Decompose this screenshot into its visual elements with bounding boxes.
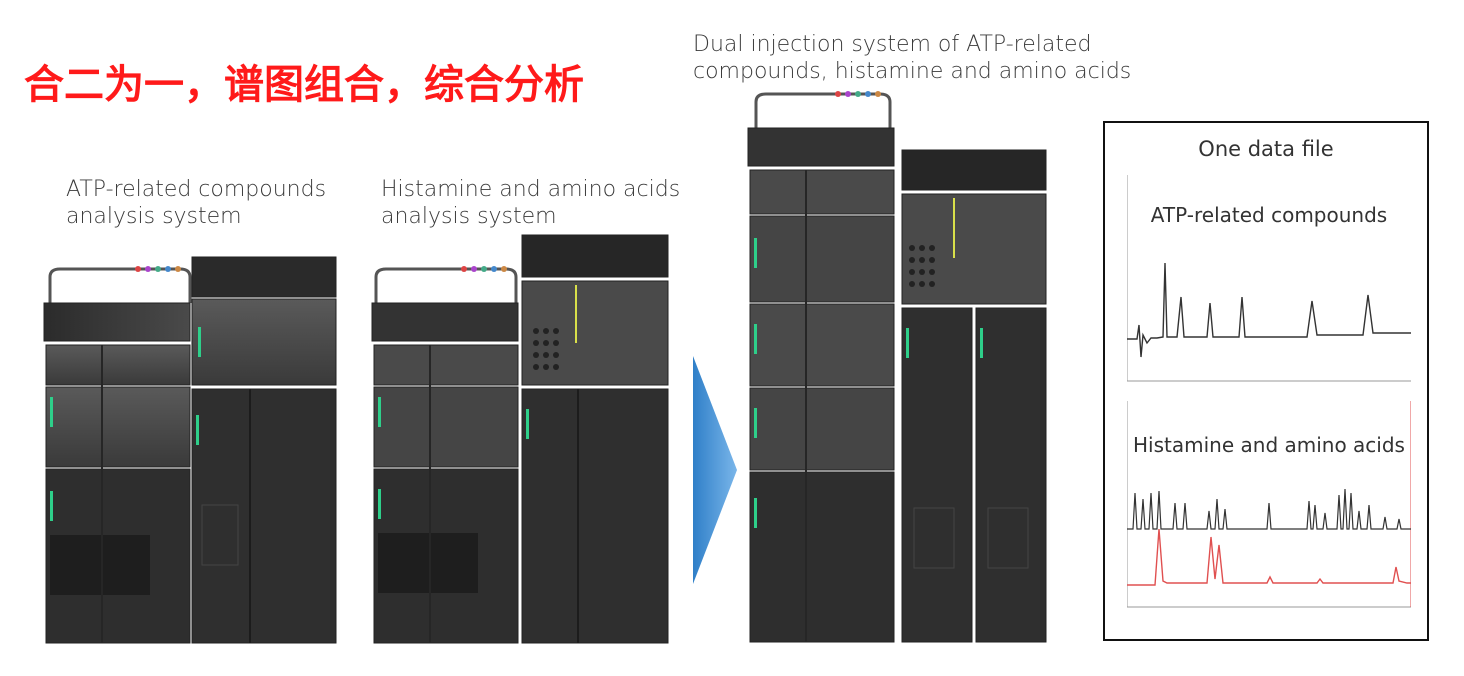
histamine-system-label-line1: Histamine and amino acids [381,177,681,202]
data-file-panel-title: One data file [1198,137,1334,161]
histamine-analysis-system-illustration [370,233,670,645]
histamine-chromatogram-trace-black [1127,488,1411,530]
headline: 合二为一，谱图组合，综合分析 [24,62,584,108]
atp-system-label-line1: ATP-related compounds [66,177,327,202]
atp-chromatogram: ATP-related compounds [1127,175,1411,385]
histamine-system-label-line2: analysis system [381,204,557,229]
atp-system-label-line2: analysis system [66,204,242,229]
histamine-chromatogram-label: Histamine and amino acids [1133,433,1405,457]
atp-chromatogram-label: ATP-related compounds [1150,203,1388,227]
dual-system-label: Dual injection system of ATP-related com… [693,31,1131,85]
solvent-bottle-caps [835,91,881,97]
solvent-bottle-caps [461,266,507,272]
atp-system-label: ATP-related compounds analysis system [66,176,326,230]
dual-injection-system-illustration [744,88,1050,644]
solvent-bottle-caps [135,266,181,272]
combine-arrow-shape [693,356,737,584]
histamine-chromatogram-trace-red [1127,528,1411,586]
dual-system-label-line2: compounds, histamine and amino acids [693,59,1132,84]
dual-system-label-line1: Dual injection system of ATP-related [693,32,1092,57]
combine-arrow [693,356,737,589]
data-file-panel: One data file ATP-related compounds Hist… [1103,121,1429,641]
histamine-chromatogram: Histamine and amino acids [1127,401,1411,611]
histamine-system-label: Histamine and amino acids analysis syste… [381,176,680,230]
atp-analysis-system-illustration [42,255,340,645]
atp-chromatogram-trace [1127,262,1411,358]
